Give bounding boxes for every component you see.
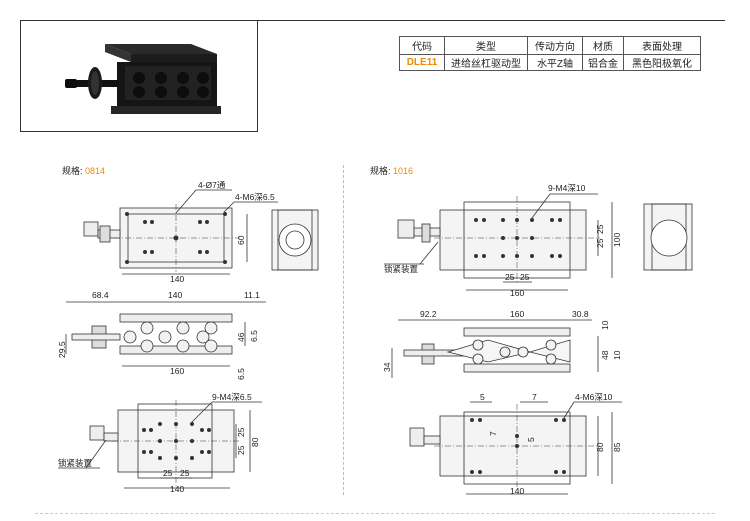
dim-right-bottom-85: 85	[612, 442, 622, 452]
left-spec-label: 规格: 0814	[62, 164, 105, 177]
right-spec-prefix: 规格:	[370, 166, 391, 176]
dim-left-bottom-25b: 25	[236, 445, 246, 455]
product-photo	[65, 44, 221, 114]
dim-right-top-25a: 25	[595, 238, 605, 248]
dim-left-side-46: 46	[236, 332, 246, 342]
left-spec-prefix: 规格:	[62, 166, 83, 176]
lock-label-right: 锁紧装置	[384, 264, 419, 274]
dim-right-bottom-140: 140	[510, 486, 524, 496]
left-top-view: 140 60 4-Ø7通 4-M6深6.5	[83, 180, 319, 284]
right-side-view: 92.2 160 30.8 10 48 10 34	[382, 309, 622, 378]
cell-surface: 黑色阳极氧化	[623, 54, 701, 71]
dim-right-top-25d: 25	[520, 272, 530, 282]
dim-right-bottom-7: 7	[532, 392, 537, 402]
dim-left-side-29: 29.5	[57, 341, 67, 358]
right-spec-label: 规格: 1016	[370, 164, 413, 177]
dim-right-bottom-5v: 5	[526, 437, 536, 442]
left-spec-value: 0814	[85, 166, 106, 176]
dim-left-side-68: 68.4	[92, 290, 109, 300]
dim-left-bottom-25a: 25	[236, 427, 246, 437]
cell-type: 进给丝杠驱动型	[444, 54, 528, 71]
callout-right-bottom: 4-M6深10	[575, 392, 613, 402]
dim-left-side-6a: 6.5	[249, 330, 259, 342]
lock-label-left: 锁紧装置	[58, 458, 93, 468]
dim-right-side-160: 160	[510, 309, 524, 319]
dim-left-side-6b: 6.5	[236, 368, 246, 380]
dim-right-bottom-5: 5	[480, 392, 485, 402]
dim-right-side-10a: 10	[600, 320, 610, 330]
callout-right-top: 9-M4深10	[548, 183, 586, 193]
product-photo-frame	[20, 20, 258, 132]
dim-right-side-48: 48	[600, 350, 610, 360]
callout-left-bottom: 9-M4深6.5	[212, 392, 252, 402]
right-bottom-view: 5 7 4-M6深10 7 5 80 85 140	[409, 392, 622, 496]
spec-table-row: DLE11 进给丝杠驱动型 水平Z轴 铝合金 黑色阳极氧化	[399, 54, 701, 71]
dim-left-bottom-25c: 25	[163, 468, 173, 478]
dim-right-top-25b: 25	[595, 224, 605, 234]
left-bottom-view: 9-M4深6.5 25 25 80 25 25 140 锁紧装置	[58, 392, 262, 494]
spec-table: 代码 类型 传动方向 材质 表面处理 DLE11 进给丝杠驱动型 水平Z轴 铝合…	[399, 36, 701, 71]
dim-right-side-92: 92.2	[420, 309, 437, 319]
bottom-divider	[35, 513, 715, 514]
dim-right-bottom-7v: 7	[488, 431, 498, 436]
column-divider	[343, 165, 344, 495]
dim-left-side-140: 140	[168, 290, 182, 300]
dim-left-side-160: 160	[170, 366, 184, 376]
dim-right-top-25c: 25	[505, 272, 515, 282]
dim-right-side-34: 34	[382, 362, 392, 372]
cell-material: 铝合金	[582, 54, 624, 71]
dim-left-bottom-80: 80	[250, 437, 260, 447]
dim-right-side-30: 30.8	[572, 309, 589, 319]
dim-right-top-160: 160	[510, 288, 524, 298]
dim-left-bottom-25d: 25	[180, 468, 190, 478]
dim-right-side-10b: 10	[612, 350, 622, 360]
dim-right-bottom-80: 80	[595, 442, 605, 452]
right-spec-value: 1016	[393, 166, 414, 176]
spec-table-header: 代码 类型 传动方向 材质 表面处理	[399, 36, 701, 55]
left-side-view: 68.4 140 11.1 160 29.5 46 6.5 6.5	[57, 290, 266, 380]
dim-right-top-100: 100	[612, 233, 622, 247]
callout-left-top-thread: 4-M6深6.5	[235, 192, 275, 202]
dim-left-top-60: 60	[236, 235, 246, 245]
header-top-rule	[20, 20, 725, 21]
dim-left-top-140: 140	[170, 274, 184, 284]
dim-left-side-11: 11.1	[244, 290, 260, 300]
right-top-view: 9-M4深10 25 25 100 25 25 160 锁紧装置	[384, 183, 693, 298]
callout-left-top-hole: 4-Ø7通	[198, 180, 226, 190]
dim-left-bottom-140: 140	[170, 484, 184, 494]
